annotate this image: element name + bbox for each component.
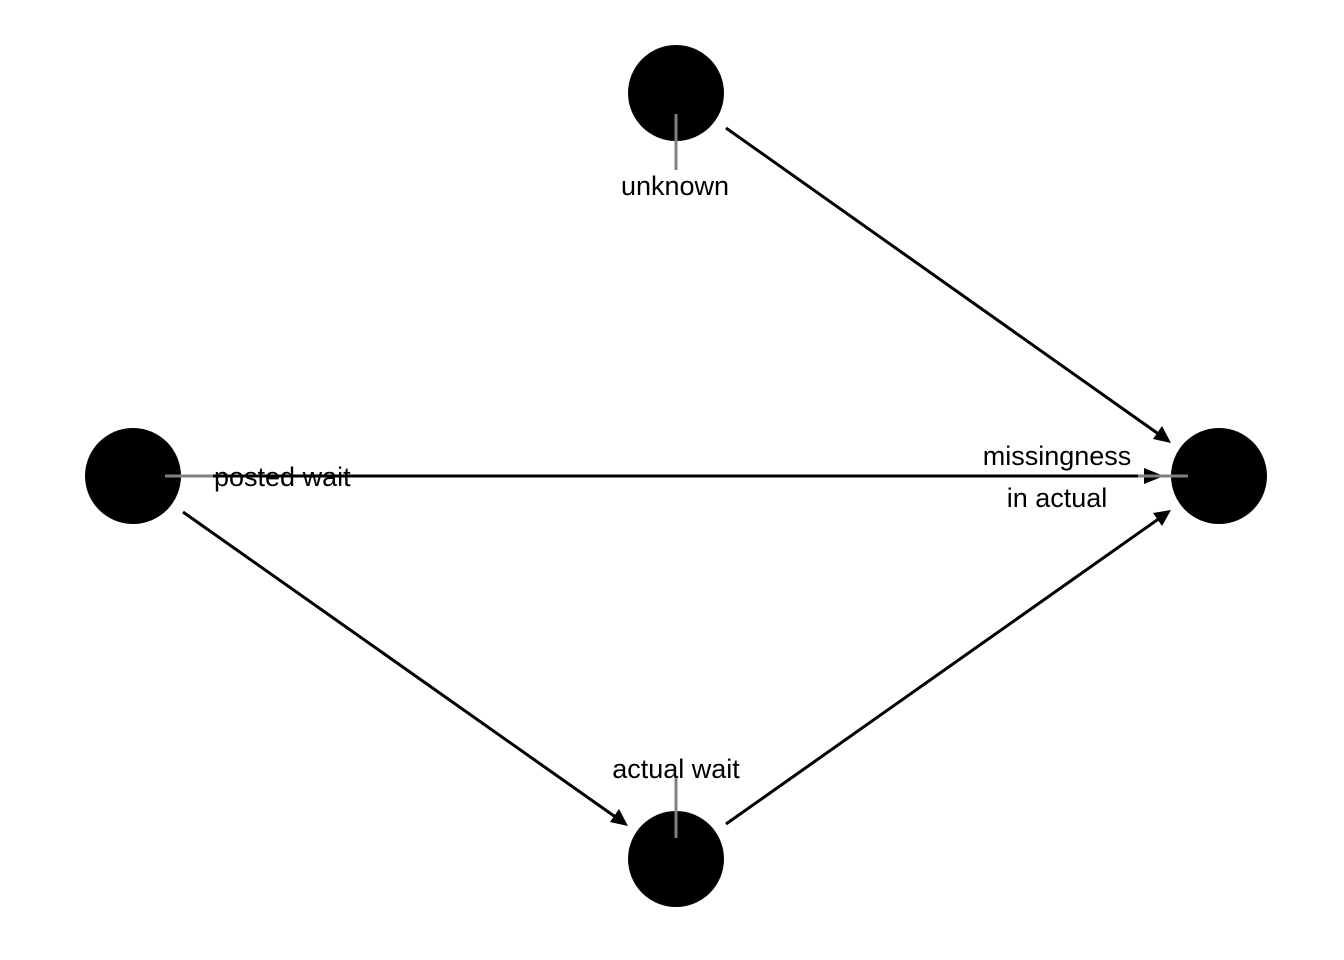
edge-posted-wait-to-actual-wait — [182, 510, 625, 825]
nodes — [85, 45, 1267, 907]
node-missingness — [1171, 428, 1267, 524]
node-label-unknown: unknown — [621, 171, 729, 201]
label-leaders — [165, 114, 1188, 838]
node-label-missingness-line-1: missingness — [983, 441, 1132, 471]
node-label-posted-wait: posted wait — [214, 462, 351, 492]
node-posted-wait — [85, 428, 181, 524]
arrowhead-icon — [610, 809, 628, 826]
edges — [164, 126, 1171, 826]
node-label-actual-wait: actual wait — [612, 754, 740, 784]
node-labels: unknown posted wait actual wait missingn… — [214, 171, 1131, 784]
node-label-missingness-line-2: in actual — [1007, 483, 1108, 513]
arrowhead-icon — [1153, 426, 1171, 443]
node-unknown — [628, 45, 724, 141]
edge-actual-wait-to-missingness — [725, 511, 1168, 826]
node-actual-wait — [628, 811, 724, 907]
edge-unknown-to-missingness — [725, 126, 1168, 442]
arrowhead-icon — [1153, 510, 1171, 526]
